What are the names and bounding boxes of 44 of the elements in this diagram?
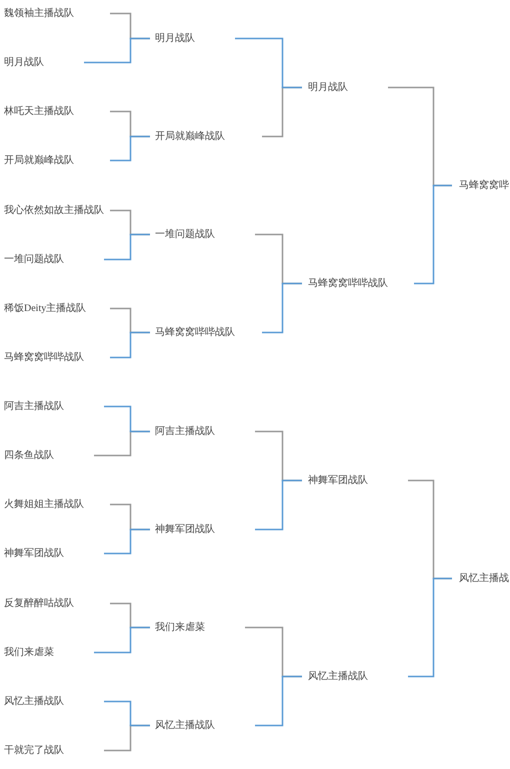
team-name: 火舞姐姐主播战队 (4, 498, 84, 510)
team-name: 明月战队 (308, 82, 348, 94)
team-name: 神舞军团战队 (4, 548, 64, 560)
team-name: 阿吉主播战队 (155, 426, 215, 438)
team-name: 一堆问题战队 (155, 228, 215, 240)
bracket-line (104, 700, 150, 726)
team-name: 神舞军团战队 (155, 524, 215, 536)
team-name: 我心依然如故主播战队 (4, 204, 104, 216)
bracket-line (84, 38, 150, 64)
team-name: 魏领袖主播战队 (4, 8, 74, 20)
team-name: 马蜂窝窝哔 (459, 180, 509, 192)
team-name: 明月战队 (4, 56, 44, 68)
bracket-line (104, 406, 150, 432)
team-name: 明月战队 (155, 32, 195, 44)
team-name: 我们来虐菜 (4, 646, 54, 658)
team-name: 一堆问题战队 (4, 254, 64, 266)
team-name: 我们来虐菜 (155, 622, 205, 634)
team-name: 开局就巅峰战队 (4, 154, 74, 166)
team-name: 神舞军团战队 (308, 474, 368, 486)
bracket-line (262, 282, 302, 334)
team-name: 阿吉主播战队 (4, 400, 64, 412)
team-name: 马蜂窝窝哔哔战队 (155, 326, 235, 338)
team-name: 风忆主播战队 (155, 720, 215, 732)
bracket-line (104, 528, 150, 554)
bracket-line (414, 184, 452, 284)
team-name: 干就完了战队 (4, 744, 64, 756)
team-name: 风忆主播战队 (308, 670, 368, 682)
bracket-line (110, 332, 150, 358)
team-name: 风忆主播战队 (4, 696, 64, 708)
team-name: 反复醉醉咕战队 (4, 598, 74, 610)
bracket-line (255, 676, 302, 726)
team-name: 马蜂窝窝哔哔战队 (4, 352, 84, 364)
bracket-line (94, 626, 150, 654)
bracket-line (104, 234, 150, 260)
bracket-line (235, 38, 302, 88)
bracket-line (255, 480, 302, 530)
team-name: 马蜂窝窝哔哔战队 (308, 278, 388, 290)
team-name: 风忆主播战 (459, 572, 509, 584)
team-name: 稀饭Deity主播战队 (4, 302, 86, 314)
bracket-line (110, 136, 150, 162)
team-name: 开局就巅峰战队 (155, 130, 225, 142)
bracket-line (408, 578, 452, 678)
team-name: 四条鱼战队 (4, 450, 54, 462)
team-name: 林吒天主播战队 (4, 106, 74, 118)
